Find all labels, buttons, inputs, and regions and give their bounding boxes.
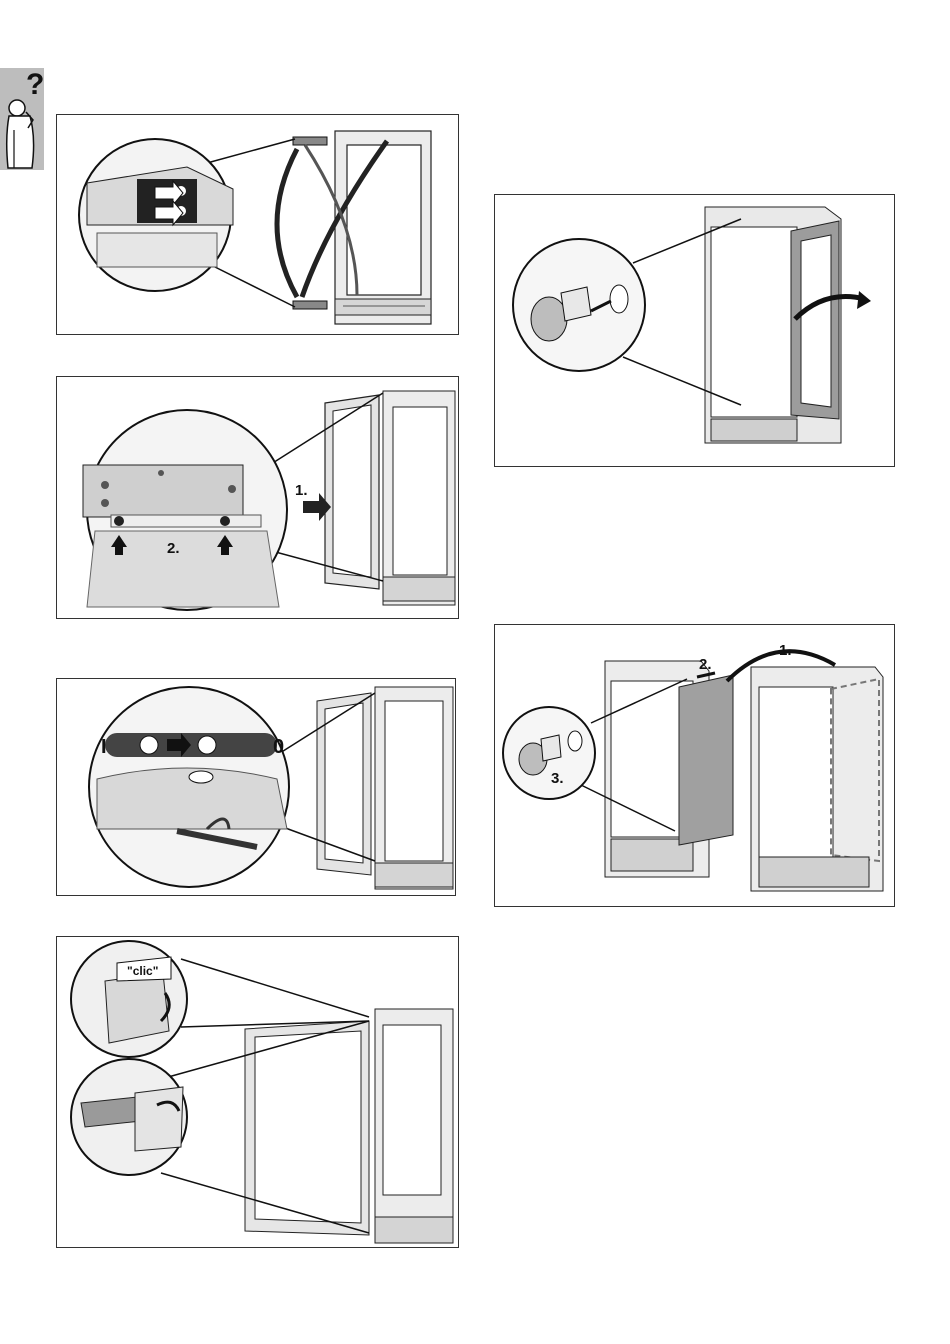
mark-i-label: I <box>101 736 107 758</box>
figure-door-swing <box>494 194 895 467</box>
door-mount-illustration: 1. 2. <box>57 377 458 618</box>
figure-door-transfer: 1. 2. 3. <box>494 624 895 907</box>
clic-label: "clic" <box>127 964 158 978</box>
question-person-icon: ? <box>0 68 44 170</box>
hinge-removal-illustration <box>57 115 458 334</box>
figure-hinge-adjust: I 0 <box>56 678 456 896</box>
figure-door-mount: 1. 2. <box>56 376 459 619</box>
figure-cover-clip: "clic" <box>56 936 459 1248</box>
question-mark: ? <box>26 68 44 101</box>
figure-hinge-removal <box>56 114 459 335</box>
step-2-label: 2. <box>699 656 712 673</box>
step-1-label: 1. <box>779 642 792 659</box>
help-tab: ? <box>0 68 44 170</box>
mark-zero-label: 0 <box>273 736 284 758</box>
hinge-adjust-illustration: I 0 <box>57 679 455 895</box>
step-2-label: 2. <box>167 540 180 557</box>
door-swing-illustration <box>495 195 894 466</box>
step-3-label: 3. <box>551 770 564 787</box>
step-1-label: 1. <box>295 482 308 499</box>
door-transfer-illustration: 1. 2. 3. <box>495 625 894 906</box>
cover-clip-illustration: "clic" <box>57 937 458 1247</box>
